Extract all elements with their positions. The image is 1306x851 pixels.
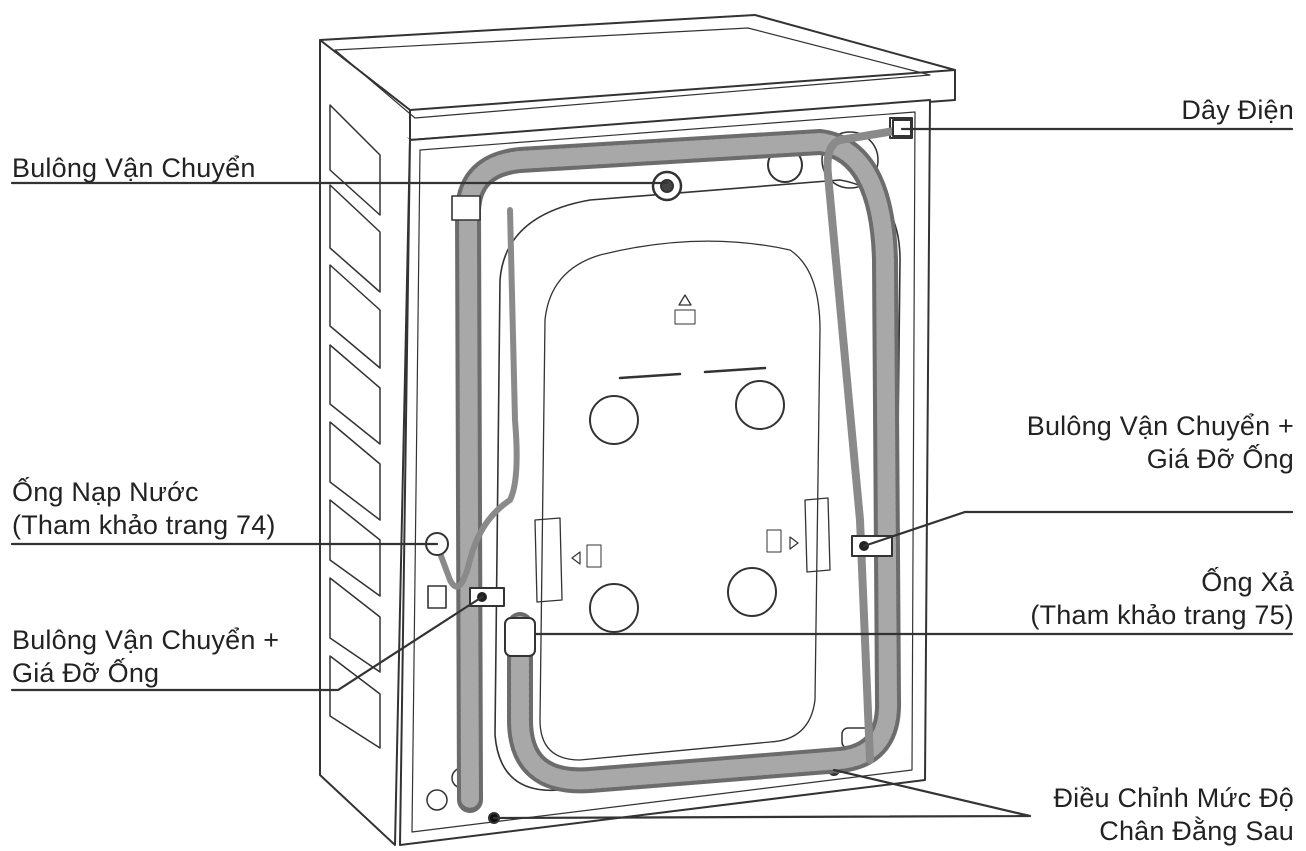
label-drain-hose: Ống Xả (Tham khảo trang 75)	[1030, 566, 1294, 632]
drain-hose-connector	[504, 617, 536, 657]
label-power-cord: Dây Điện	[1181, 94, 1294, 127]
label-inlet-hose: Ống Nạp Nước (Tham khảo trang 74)	[12, 476, 276, 542]
side-panel-ribs	[329, 104, 381, 749]
leader-rear-leveling	[492, 768, 1032, 820]
label-drain-hose-line1: Ống Xả	[1201, 567, 1294, 597]
label-transit-bolt-left-line1: Bulông Vận Chuyển +	[12, 625, 280, 655]
label-inlet-hose-line2: (Tham khảo trang 74)	[12, 510, 276, 540]
label-rear-leveling: Điều Chỉnh Mức Độ Chân Đằng Sau	[1053, 782, 1294, 848]
power-cord	[823, 126, 904, 764]
label-transit-bolt-right-line1: Bulông Vận Chuyển +	[1026, 411, 1294, 441]
label-transit-bolt-right-line2: Giá Đỡ Ống	[1146, 444, 1294, 474]
inlet-hose	[434, 207, 520, 590]
label-transit-bolt-top: Bulông Vận Chuyển	[12, 152, 256, 185]
leader-transit-bolt-left	[10, 595, 484, 692]
label-transit-bolt-right: Bulông Vận Chuyển + Giá Đỡ Ống	[1027, 410, 1294, 476]
label-rear-leveling-line1: Điều Chỉnh Mức Độ	[1053, 783, 1294, 813]
label-transit-bolt-left: Bulông Vận Chuyển + Giá Đỡ Ống	[12, 624, 279, 690]
label-inlet-hose-line1: Ống Nạp Nước	[12, 477, 199, 507]
leader-transit-bolt-right	[862, 510, 1294, 548]
label-rear-leveling-line2: Chân Đằng Sau	[1099, 816, 1294, 846]
label-transit-bolt-left-line2: Giá Đỡ Ống	[12, 658, 160, 688]
label-drain-hose-line2: (Tham khảo trang 75)	[1030, 600, 1294, 630]
machine-side-panel	[319, 59, 411, 846]
label-transit-bolt-top-text: Bulông Vận Chuyển	[12, 153, 256, 183]
back-cover-hole	[589, 395, 639, 445]
label-power-cord-text: Dây Điện	[1181, 95, 1294, 125]
